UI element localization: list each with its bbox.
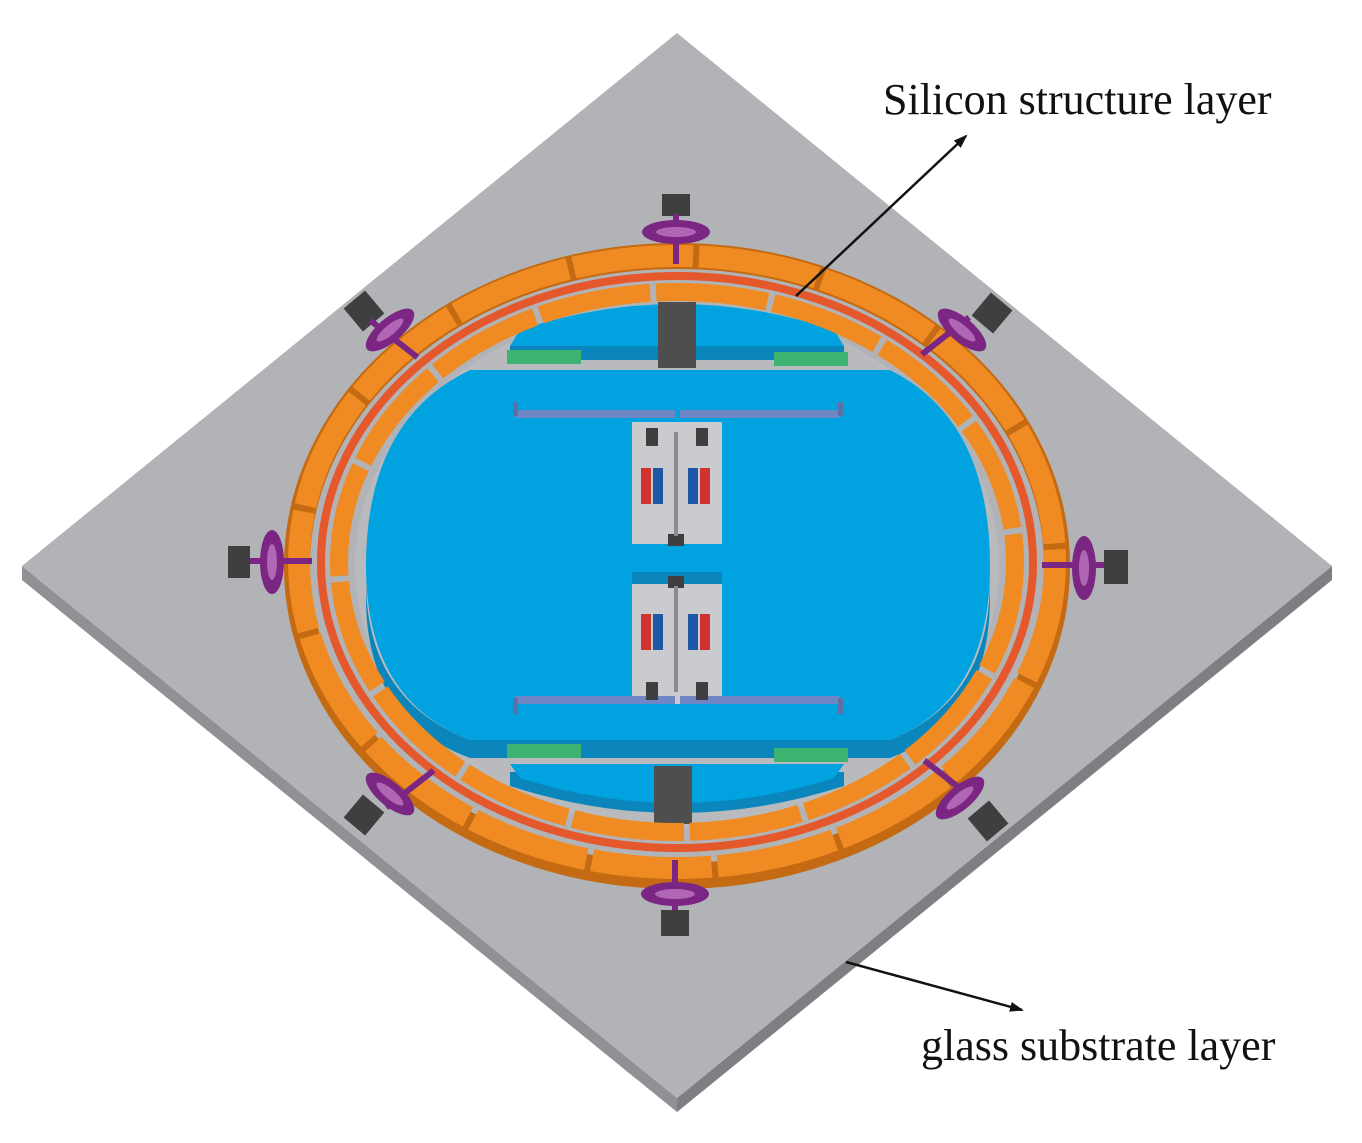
comb-electrode-blue: [653, 614, 663, 650]
anchor-top-left: [343, 290, 420, 360]
spring-green: [774, 748, 848, 762]
lever-beam-bottom-right: [680, 696, 840, 704]
pointer-arrow-icon: [845, 960, 1024, 1012]
support-post-bottom: [654, 766, 692, 824]
anchor-block: [662, 194, 690, 216]
clamp-hole: [655, 889, 695, 899]
ring-beam: [317, 272, 1037, 852]
anchor-block: [228, 546, 250, 578]
anchor-left: [228, 530, 312, 594]
clamp-hole: [1079, 550, 1089, 586]
clamp-hole: [376, 782, 404, 806]
ring-frame-inner: [330, 283, 1024, 841]
anchor-block: [1104, 550, 1128, 584]
anchor-block: [661, 910, 689, 936]
anchor-pad: [668, 576, 684, 588]
comb-electrode-red: [641, 614, 651, 650]
clamp-hole: [946, 786, 974, 810]
support-post-top: [658, 302, 696, 368]
lever-beam-top-right-tip: [838, 402, 843, 416]
anchor-pad: [696, 428, 708, 446]
comb-electrode-blue: [688, 468, 698, 504]
anchors: [228, 194, 1128, 936]
anchor-bottom: [641, 860, 709, 936]
anchor-right: [1042, 536, 1128, 600]
anchor-pad: [668, 534, 684, 546]
lever-beam-bottom-right-tip: [838, 698, 843, 714]
sense-combs-bottom: [641, 576, 710, 700]
sense-combs-top: [641, 428, 710, 546]
glass-layer-label: glass substrate layer: [921, 1021, 1276, 1070]
anchor-pad: [696, 682, 708, 700]
clamp-hole: [948, 318, 976, 342]
pointer-arrow-icon: [795, 134, 968, 297]
substrate-side-right: [677, 566, 1332, 1112]
lever-beam-bottom-left: [515, 696, 675, 704]
anchor-bottom-left: [343, 768, 436, 836]
annotations: [795, 134, 1024, 1012]
comb-electrode-red: [700, 614, 710, 650]
comb-electrode-red: [641, 468, 651, 504]
clamp-hole: [267, 544, 277, 580]
anchor-bottom-right: [922, 758, 1009, 842]
anchor-block: [343, 794, 385, 836]
substrate-side-left: [22, 566, 677, 1112]
anchor-pad: [646, 428, 658, 446]
anchor-block: [971, 292, 1013, 334]
main-mass: [366, 370, 990, 740]
clamp-hole: [656, 227, 696, 237]
comb-electrode-blue: [688, 614, 698, 650]
spring-green: [507, 350, 581, 364]
springs: [507, 350, 848, 762]
anchor-top: [642, 194, 710, 264]
clamp-hole: [376, 318, 404, 342]
silicon-layer-label: Silicon structure layer: [883, 75, 1272, 124]
anchor-pad: [646, 682, 658, 700]
lever-beam-top-left: [515, 410, 675, 418]
silicon-structure: [228, 194, 1128, 936]
comb-electrode-red: [700, 468, 710, 504]
anchor-top-right: [919, 292, 1013, 357]
anchor-block: [967, 800, 1009, 842]
comb-electrode-blue: [653, 468, 663, 504]
lever-beam-bottom-left-tip: [513, 698, 518, 714]
lever-beam-top-left-tip: [513, 402, 518, 416]
lever-beams: [513, 402, 843, 714]
lever-beam-top-right: [680, 410, 840, 418]
spring-green: [507, 744, 581, 758]
spring-green: [774, 352, 848, 366]
